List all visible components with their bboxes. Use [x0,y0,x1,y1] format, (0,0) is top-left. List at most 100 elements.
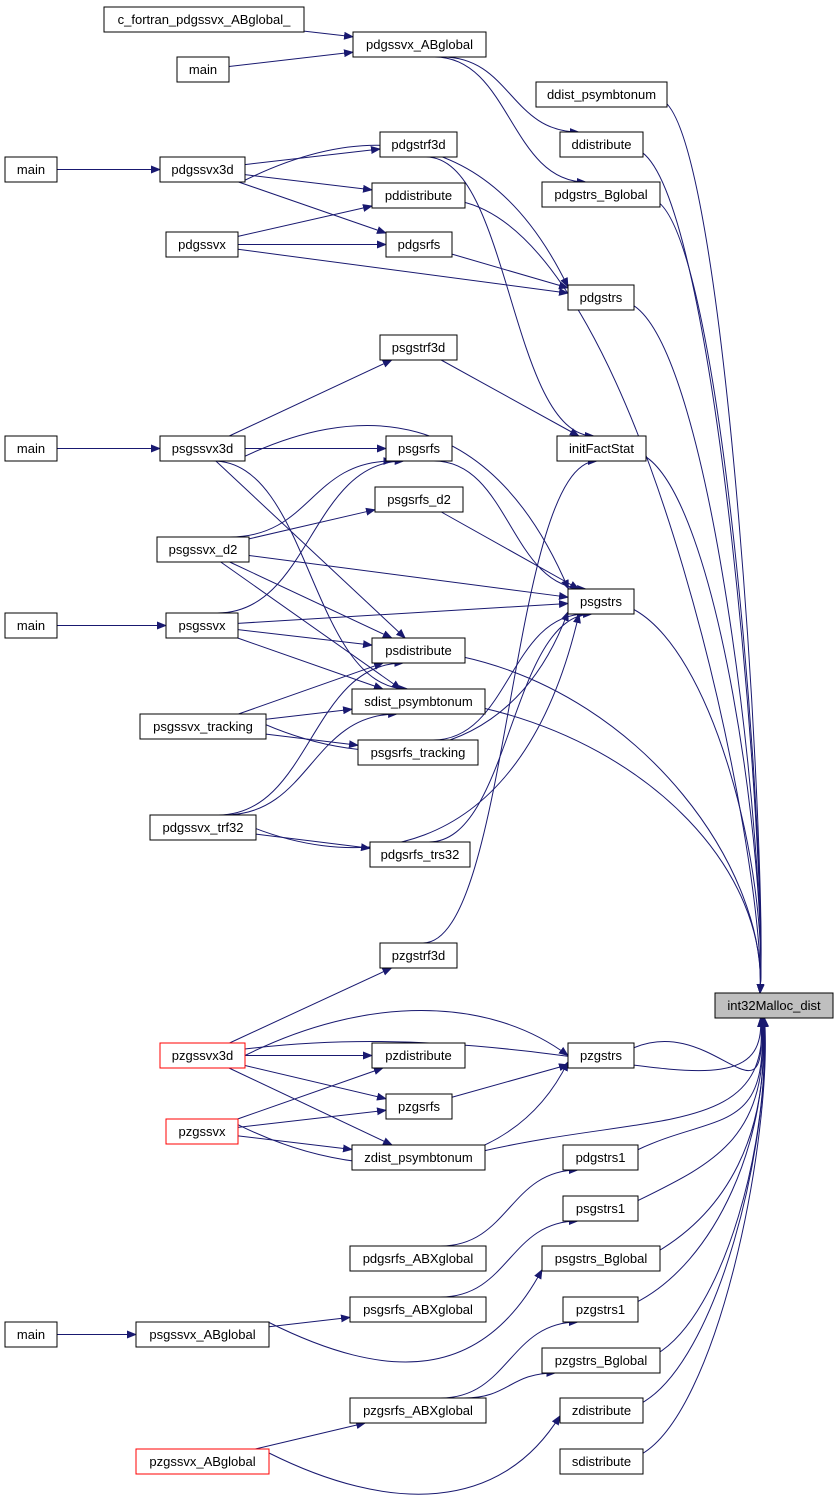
node-box [369,841,471,868]
node-pdgstrs-Bglobal[interactable]: pdgstrs_Bglobal [541,181,661,208]
node-sdist-psymbtonum[interactable]: sdist_psymbtonum [351,688,486,715]
node-psgssvx3d[interactable]: psgssvx3d [159,435,246,462]
node-int32Malloc-dist[interactable]: int32Malloc_dist [714,992,834,1019]
node-label: pzgssvx [179,1124,226,1139]
node-label: psgsrfs_d2 [387,492,451,507]
node-main5[interactable]: main [4,1321,58,1348]
node-sdistribute[interactable]: sdistribute [559,1448,644,1475]
node-box [135,1448,270,1475]
node-main4[interactable]: main [4,612,58,639]
node-psgstrs-Bglobal[interactable]: psgstrs_Bglobal [541,1245,661,1272]
node-box [567,1042,635,1069]
node-pdgssvx-ABglobal[interactable]: pdgssvx_ABglobal [352,31,487,58]
node-ddistribute[interactable]: ddistribute [559,131,644,158]
edge-pzgssvx-to-pzgsrfs [237,1107,387,1128]
edge-pdgsrfs_ABXglobal-to-pdgstrs1 [440,1166,579,1247]
node-pdgssvx-trf32[interactable]: pdgssvx_trf32 [149,814,257,841]
node-psgsrfs-ABXglobal[interactable]: psgsrfs_ABXglobal [349,1296,487,1323]
node-psdistribute[interactable]: psdistribute [371,637,466,664]
node-main1[interactable]: main [176,56,230,83]
node-box [559,1448,644,1475]
node-label: ddist_psymbtonum [547,87,656,102]
node-label: main [17,441,45,456]
node-pzgstrs-Bglobal[interactable]: pzgstrs_Bglobal [541,1347,661,1374]
node-box [541,1347,661,1374]
node-label: pdgstrf3d [391,137,445,152]
node-box [562,1296,639,1323]
node-label: psgssvx3d [172,441,233,456]
node-box [351,1144,486,1171]
node-label: psdistribute [385,643,451,658]
node-main3[interactable]: main [4,435,58,462]
node-label: pdgssvx3d [171,162,233,177]
node-pzgstrf3d[interactable]: pzgstrf3d [379,942,458,969]
node-pddistribute[interactable]: pddistribute [371,182,466,209]
node-pzgssvx[interactable]: pzgssvx [165,1118,239,1145]
node-psgssvx[interactable]: psgssvx [165,612,239,639]
node-box [541,181,661,208]
node-box [349,1245,487,1272]
edge-pdgssvx-to-pdgstrs [237,248,569,296]
node-psgstrs[interactable]: psgstrs [567,588,635,615]
node-initFactStat[interactable]: initFactStat [556,435,647,462]
edge-psgssvx_ABglobal-to-psgstrs_Bglobal [267,1268,543,1363]
node-label: pddistribute [385,188,452,203]
node-label: c_fortran_pdgssvx_ABglobal_ [118,12,291,27]
node-pdgsrfs[interactable]: pdgsrfs [385,231,453,258]
node-ddist-psymbtonum[interactable]: ddist_psymbtonum [535,81,668,108]
node-zdistribute[interactable]: zdistribute [559,1397,644,1424]
node-label: psgsrfs_tracking [371,745,466,760]
node-box [139,713,267,740]
edge-pdgssvx_trf32-to-psdistribute [218,659,405,816]
node-pdgstrs1[interactable]: pdgstrs1 [562,1144,639,1171]
node-psgstrs1[interactable]: psgstrs1 [562,1195,639,1222]
edge-psgstrs1-to-int32Malloc_dist [633,1017,767,1203]
node-label: zdistribute [572,1403,631,1418]
node-label: pzgstrs [580,1048,622,1063]
node-psgssvx-d2[interactable]: psgssvx_d2 [156,536,250,563]
node-pdgsrfs-trs32[interactable]: pdgsrfs_trs32 [369,841,471,868]
node-psgssvx-tracking[interactable]: psgssvx_tracking [139,713,267,740]
node-psgssvx-ABglobal[interactable]: psgssvx_ABglobal [135,1321,270,1348]
node-label: pdgsrfs_trs32 [381,847,460,862]
node-psgsrfs-d2[interactable]: psgsrfs_d2 [374,486,464,513]
edge-pzgstrs-to-int32Malloc_dist [629,1017,766,1071]
node-label: pzgstrs1 [576,1302,625,1317]
node-box [374,486,464,513]
node-c-fortran[interactable]: c_fortran_pdgssvx_ABglobal_ [103,6,305,33]
node-pzgstrs[interactable]: pzgstrs [567,1042,635,1069]
node-pzdistribute[interactable]: pzdistribute [371,1042,466,1069]
node-psgsrfs[interactable]: psgsrfs [385,435,453,462]
node-box [357,739,479,766]
node-label: psgssvx_d2 [169,542,238,557]
node-pdgstrf3d[interactable]: pdgstrf3d [379,131,458,158]
node-psgsrfs-tracking[interactable]: psgsrfs_tracking [357,739,479,766]
node-label: sdistribute [572,1454,631,1469]
edge-pdgssvx3d-to-pdgstrf3d [244,146,381,166]
edge-zdistribute-to-int32Malloc_dist [638,1017,769,1405]
node-pzgssvx-ABglobal[interactable]: pzgssvx_ABglobal [135,1448,270,1475]
node-pdgsrfs-ABXglobal[interactable]: pdgsrfs_ABXglobal [349,1245,487,1272]
node-pzgsrfs[interactable]: pzgsrfs [385,1093,453,1120]
node-main2[interactable]: main [4,156,58,183]
node-pdgstrs[interactable]: pdgstrs [567,284,635,311]
node-pzgssvx3d[interactable]: pzgssvx3d [159,1042,246,1069]
node-psgstrf3d[interactable]: psgstrf3d [379,334,458,361]
node-label: psgssvx [179,618,226,633]
edge-pdgssvx-to-pddistribute [237,204,373,237]
node-box [541,1245,661,1272]
node-label: psgstrf3d [392,340,445,355]
node-label: pdgssvx_ABglobal [366,37,473,52]
node-label: psgsrfs_ABXglobal [363,1302,473,1317]
edge-pzgsrfs_ABXglobal-to-pzgstrs1 [440,1318,579,1399]
node-box [159,1042,246,1069]
edge-psgsrfs_tracking-to-psgstrs [433,610,587,741]
node-pdgssvx[interactable]: pdgssvx [165,231,239,258]
edge-psgssvx-to-psgstrs [237,600,569,624]
node-box [149,814,257,841]
node-pdgssvx3d[interactable]: pdgssvx3d [159,156,246,183]
node-pzgstrs1[interactable]: pzgstrs1 [562,1296,639,1323]
node-pzgsrfs-ABXglobal[interactable]: pzgsrfs_ABXglobal [349,1397,487,1424]
node-zdist-psymbtonum[interactable]: zdist_psymbtonum [351,1144,486,1171]
